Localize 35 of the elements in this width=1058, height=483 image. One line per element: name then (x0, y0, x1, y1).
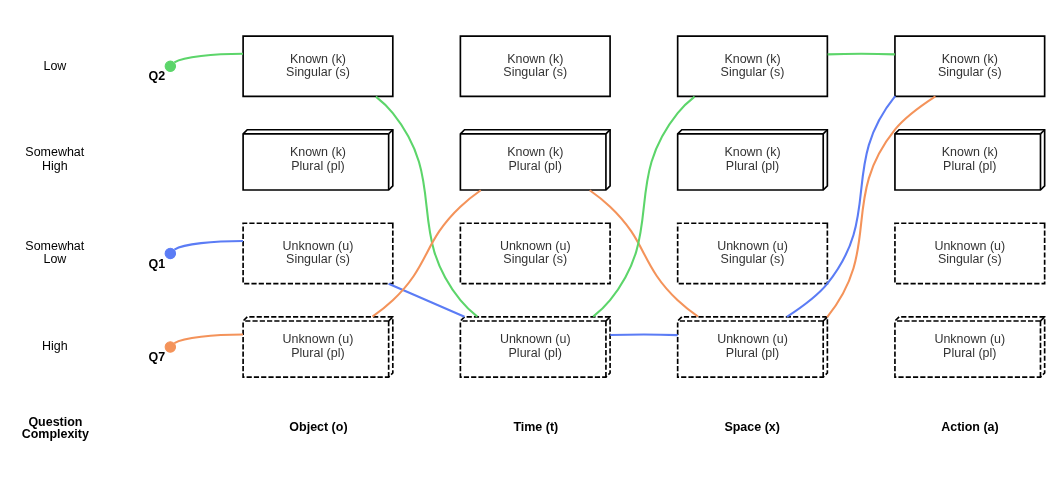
connector (173, 239, 243, 250)
node-box: Known (k) Singular (s) (676, 34, 829, 97)
node-box: Unknown (u) Singular (s) (676, 221, 829, 284)
node-label: Q7 (148, 349, 166, 364)
connector (375, 95, 478, 317)
node-circle (164, 60, 177, 72)
node-box: Unknown (u) Singular (s) (459, 221, 611, 284)
label: High (41, 338, 68, 353)
node-box: Known (k) Singular (s) (459, 34, 611, 97)
connector (371, 188, 482, 317)
label: Space (x) (724, 419, 780, 434)
connector (786, 94, 897, 318)
node-label: Q1 (148, 256, 166, 271)
connector (589, 188, 699, 317)
node-box: Unknown (u) Singular (s) (242, 221, 394, 284)
label: Low (43, 58, 67, 73)
node-box: Unknown (u) Singular (s) (894, 221, 1046, 284)
label: Somewhat Low (25, 238, 85, 266)
label: Somewhat High (25, 144, 85, 173)
connector (173, 333, 243, 344)
connector (827, 52, 895, 55)
label: Action (a) (941, 419, 999, 434)
label: Time (t) (513, 419, 559, 434)
label: Object (o) (289, 419, 348, 434)
connector (610, 333, 678, 336)
connector (826, 95, 936, 318)
node-box: Known (k) Singular (s) (894, 34, 1046, 97)
node-label: Q2 (148, 68, 166, 83)
node-box: Known (k) Singular (s) (242, 34, 394, 97)
connector (592, 95, 696, 317)
connector (173, 52, 243, 63)
label: Question Complexity (21, 414, 89, 441)
node-circle (164, 247, 177, 259)
connector (388, 282, 465, 318)
node-circle (164, 340, 177, 353)
